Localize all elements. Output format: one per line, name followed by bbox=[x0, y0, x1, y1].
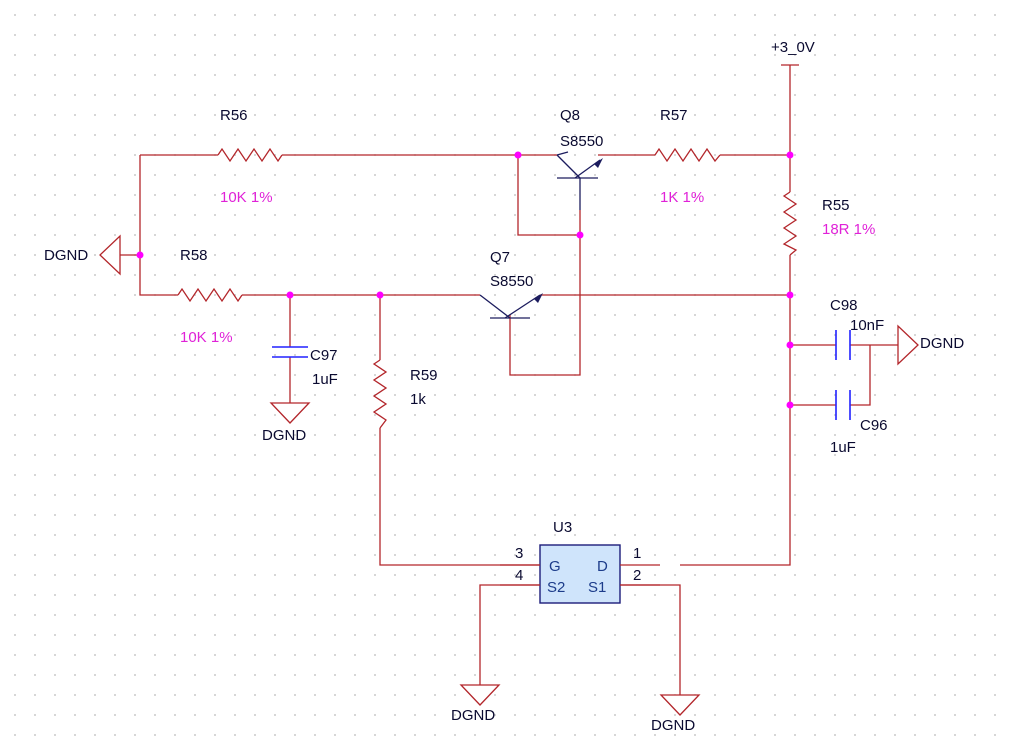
dgnd-symbol-s1 bbox=[659, 694, 701, 716]
dgnd-label-s2: DGND bbox=[451, 707, 495, 724]
c98-ref: C98 bbox=[830, 297, 858, 314]
r58-resistor bbox=[177, 287, 243, 303]
u3-pin-g: G bbox=[549, 558, 561, 575]
u3-ic-body bbox=[539, 544, 621, 604]
r55-resistor bbox=[782, 191, 798, 256]
c96-capacitor bbox=[835, 390, 851, 420]
q8-transistor bbox=[556, 151, 603, 210]
c98-capacitor bbox=[835, 330, 851, 360]
r58-ref: R58 bbox=[180, 247, 208, 264]
r59-resistor bbox=[372, 359, 388, 429]
r57-value: 1K 1% bbox=[660, 189, 704, 206]
dgnd-symbol-right bbox=[897, 324, 919, 366]
junction-dot bbox=[786, 401, 794, 409]
c97-value: 1uF bbox=[312, 371, 338, 388]
junction-dot bbox=[136, 251, 144, 259]
r56-ref: R56 bbox=[220, 107, 248, 124]
r59-ref: R59 bbox=[410, 367, 438, 384]
r56-value: 10K 1% bbox=[220, 189, 273, 206]
q7-value: S8550 bbox=[490, 273, 533, 290]
u3-pin1-number: 1 bbox=[633, 545, 641, 562]
u3-pin-s1: S1 bbox=[588, 579, 606, 596]
u3-pin-d: D bbox=[597, 558, 608, 575]
q7-transistor bbox=[479, 293, 543, 319]
junction-dot bbox=[514, 151, 522, 159]
junction-dot bbox=[786, 341, 794, 349]
wires bbox=[120, 65, 898, 695]
u3-pin-s2: S2 bbox=[547, 579, 565, 596]
r58-value: 10K 1% bbox=[180, 329, 233, 346]
junction-dot bbox=[576, 231, 584, 239]
junction-dot bbox=[786, 151, 794, 159]
q8-value: S8550 bbox=[560, 133, 603, 150]
c96-value: 1uF bbox=[830, 439, 856, 456]
c97-capacitor bbox=[272, 346, 308, 358]
c98-value: 10nF bbox=[850, 317, 884, 334]
dgnd-symbol-left bbox=[99, 234, 121, 276]
vcc-label: +3_0V bbox=[771, 39, 815, 56]
c97-ref: C97 bbox=[310, 347, 338, 364]
q8-ref: Q8 bbox=[560, 107, 580, 124]
u3-pin3-number: 3 bbox=[515, 545, 523, 562]
wire-c96-right bbox=[850, 345, 871, 406]
r59-value: 1k bbox=[410, 391, 426, 408]
u3-pin4-number: 4 bbox=[515, 567, 523, 584]
wire-q7-q8-link bbox=[509, 210, 581, 376]
wire-q8-loop bbox=[517, 155, 580, 236]
dgnd-symbol-c97 bbox=[269, 402, 311, 424]
r57-resistor bbox=[654, 147, 721, 163]
r55-ref: R55 bbox=[822, 197, 850, 214]
wire-r59-u3 bbox=[379, 428, 540, 566]
r56-resistor bbox=[217, 147, 283, 163]
r55-value: 18R 1% bbox=[822, 221, 875, 238]
dgnd-label-right: DGND bbox=[920, 335, 964, 352]
junction-dot bbox=[786, 291, 794, 299]
u3-ref: U3 bbox=[553, 519, 572, 536]
c96-ref: C96 bbox=[860, 417, 888, 434]
junction-dot bbox=[376, 291, 384, 299]
q7-ref: Q7 bbox=[490, 249, 510, 266]
dgnd-label-c97: DGND bbox=[262, 427, 306, 444]
u3-pin2-number: 2 bbox=[633, 567, 641, 584]
junction-dot bbox=[286, 291, 294, 299]
wire-left-vertical bbox=[139, 155, 178, 296]
dgnd-label-left: DGND bbox=[44, 247, 88, 264]
junction-dots bbox=[136, 151, 794, 409]
dgnd-label-s1: DGND bbox=[651, 717, 695, 734]
wire-right-vertical bbox=[680, 255, 791, 566]
r57-ref: R57 bbox=[660, 107, 688, 124]
dgnd-symbol-s2 bbox=[459, 684, 501, 706]
